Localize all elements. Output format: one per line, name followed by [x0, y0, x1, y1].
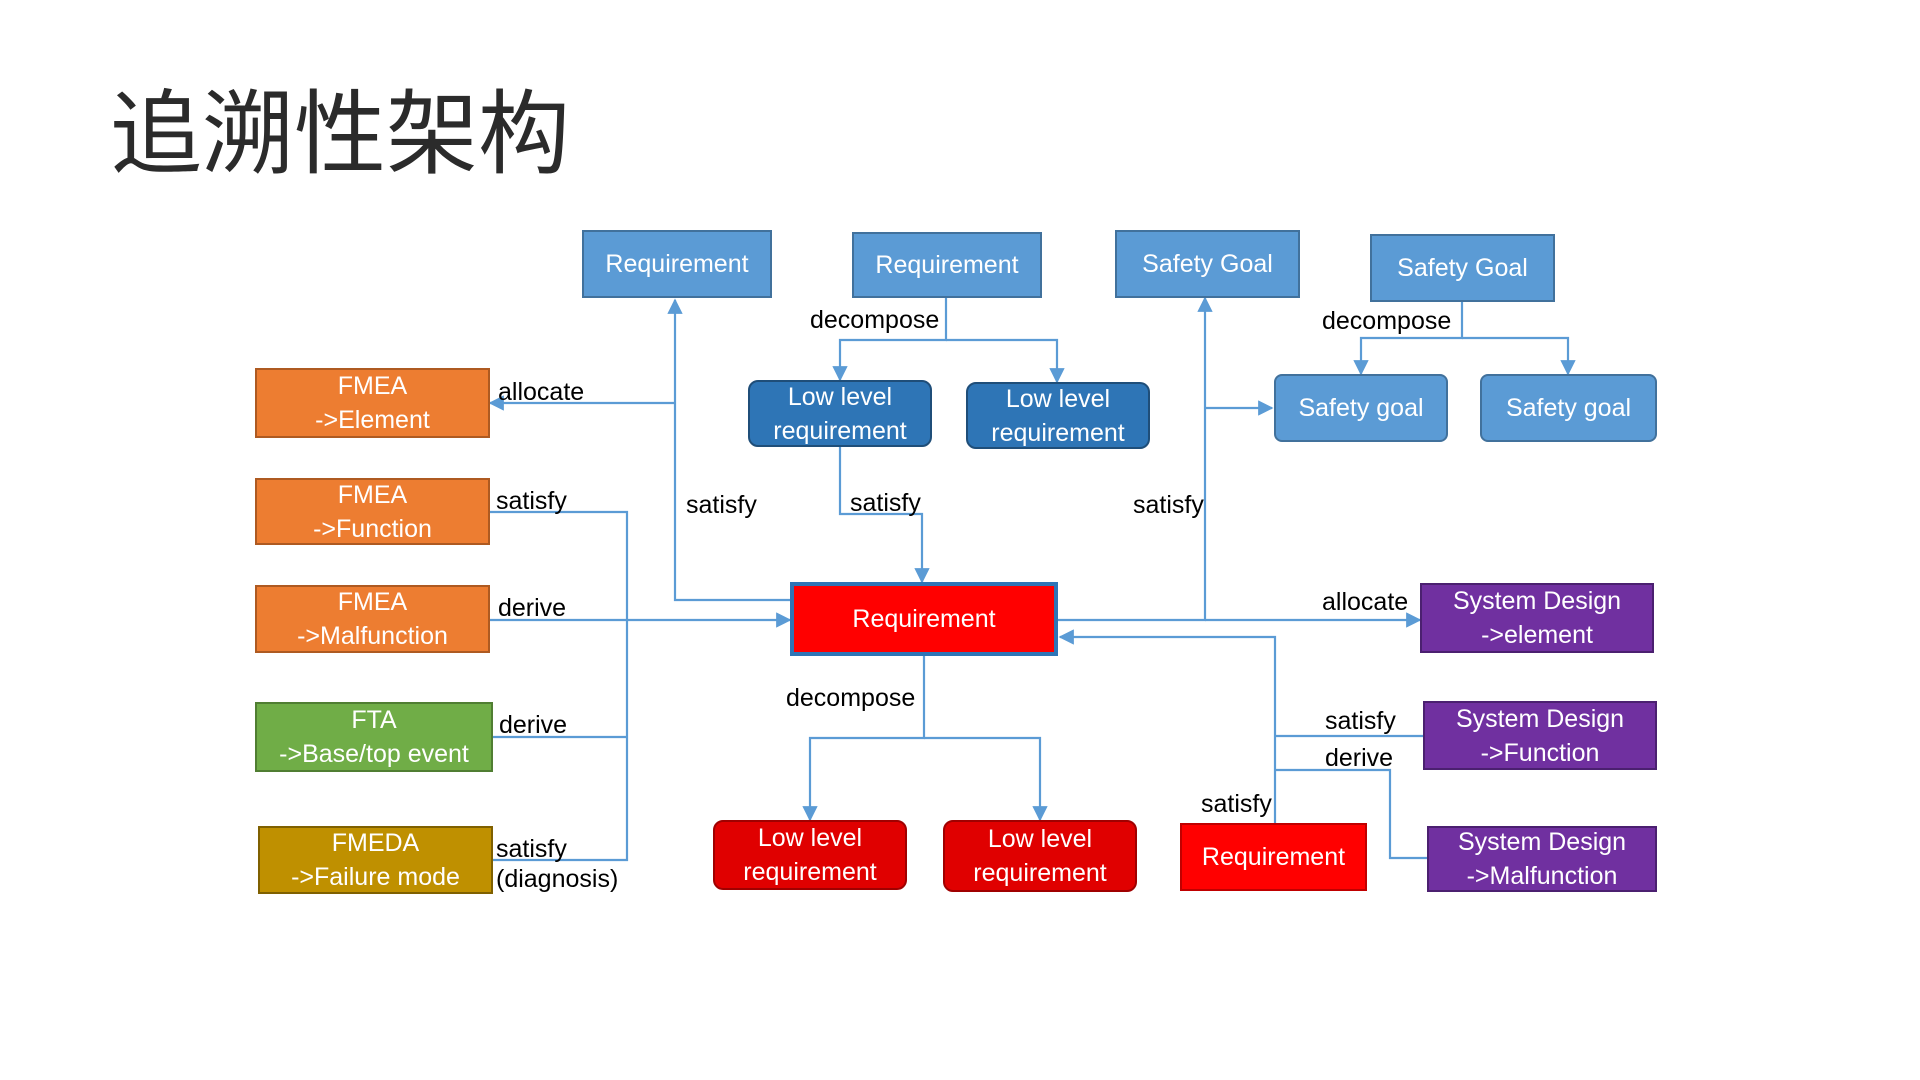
label-decompose-sg: decompose [1322, 307, 1452, 335]
label-allocate-sd: allocate [1322, 588, 1409, 616]
requirement-bottom-right: Requirement [1180, 823, 1367, 891]
label-satisfy-sg: satisfy [1133, 491, 1204, 519]
label-satisfy-llr: satisfy [850, 489, 921, 517]
page-title: 追溯性架构 [110, 81, 571, 188]
connector-decompose-sg-2 [1462, 336, 1576, 376]
connector-decompose-req-2 [946, 338, 1065, 384]
label-satisfy-sd-function: satisfy [1325, 707, 1396, 735]
connector-center-to-sg [1058, 296, 1213, 622]
fmeda-failure-mode: FMEDA ->Failure mode [258, 826, 493, 894]
requirement-top-1: Requirement [582, 230, 772, 298]
label-decompose-center: decompose [786, 684, 916, 712]
fmea-malfunction: FMEA ->Malfunction [255, 585, 490, 653]
connector-decompose-req [832, 298, 948, 382]
system-design-element: System Design ->element [1420, 583, 1654, 653]
system-design-malfunction: System Design ->Malfunction [1427, 826, 1657, 892]
connector-decompose-sg [1353, 302, 1464, 376]
low-level-requirement-blue-2: Low level requirement [966, 382, 1150, 449]
requirement-center: Requirement [790, 582, 1058, 656]
fta-base-top-event: FTA ->Base/top event [255, 702, 493, 772]
connector-left-bus [490, 510, 629, 862]
label-allocate-fmea: allocate [498, 378, 585, 406]
connector-sd-derive [1275, 768, 1427, 860]
connector-right-bus [1058, 629, 1277, 823]
label-derive-sd-function: derive [1325, 744, 1394, 772]
label-satisfy-fmeda: satisfy (diagnosis) [496, 835, 619, 893]
label-decompose-req: decompose [810, 306, 940, 334]
label-derive-fta: derive [499, 711, 568, 739]
label-satisfy-fmea-function: satisfy [496, 487, 567, 515]
connector-llr-satisfy [838, 447, 930, 584]
safety-goal-low-1: Safety goal [1274, 374, 1448, 442]
safety-goal-top-1: Safety Goal [1115, 230, 1300, 298]
low-level-requirement-red-2: Low level requirement [943, 820, 1137, 892]
label-satisfy-req-bottom: satisfy [1201, 790, 1272, 818]
connector-center-to-req-top [667, 298, 790, 602]
safety-goal-low-2: Safety goal [1480, 374, 1657, 442]
label-derive-fmea-malfunction: derive [498, 594, 567, 622]
low-level-requirement-red-1: Low level requirement [713, 820, 907, 890]
label-satisfy-req-left: satisfy [686, 491, 757, 519]
connector-decompose-center-2 [924, 736, 1048, 822]
low-level-requirement-blue-1: Low level requirement [748, 380, 932, 447]
requirement-top-2: Requirement [852, 232, 1042, 298]
system-design-function: System Design ->Function [1423, 701, 1657, 770]
connector-decompose-center [802, 655, 926, 822]
safety-goal-top-2: Safety Goal [1370, 234, 1555, 302]
fmea-function: FMEA ->Function [255, 478, 490, 545]
fmea-element: FMEA ->Element [255, 368, 490, 438]
